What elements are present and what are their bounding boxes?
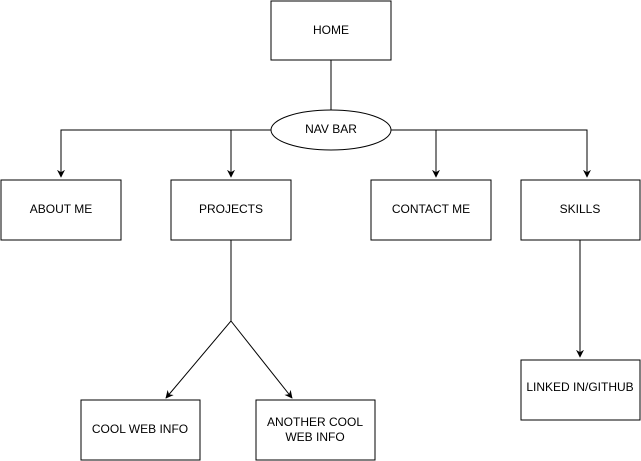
node-linked-in-github: LINKED IN/GITHUB	[520, 359, 641, 421]
node-projects: PROJECTS	[170, 179, 292, 241]
node-another-cool-web-info-label-line-1: ANOTHER COOL	[267, 415, 363, 429]
edge-nav-bar-to-skills	[391, 129, 591, 178]
node-about-me-label: ABOUT ME	[30, 202, 92, 216]
edge-nav-bar-to-contact-me	[391, 129, 440, 178]
edge-projects-to-cool-web-info	[165, 240, 232, 399]
edge-nav-bar-to-projects	[227, 129, 271, 178]
node-nav-bar: NAV BAR	[270, 109, 392, 151]
node-cool-web-info-label: COOL WEB INFO	[92, 422, 188, 436]
node-another-cool-web-info: ANOTHER COOL WEB INFO	[255, 399, 376, 461]
node-contact-me-label: CONTACT ME	[392, 202, 470, 216]
node-home: HOME	[270, 0, 392, 61]
node-skills: SKILLS	[520, 179, 641, 241]
node-projects-label: PROJECTS	[199, 202, 263, 216]
node-home-label: HOME	[313, 23, 349, 37]
node-contact-me: CONTACT ME	[370, 179, 492, 241]
edge-nav-bar-to-about-me	[57, 129, 271, 178]
node-skills-label: SKILLS	[560, 202, 601, 216]
node-linked-in-github-label: LINKED IN/GITHUB	[526, 380, 633, 394]
node-cool-web-info: COOL WEB INFO	[80, 399, 201, 461]
node-nav-bar-label: NAV BAR	[305, 122, 357, 136]
node-about-me: ABOUT ME	[0, 179, 122, 241]
node-another-cool-web-info-label-line-2: WEB INFO	[285, 430, 344, 444]
edge-projects-to-another-cool-web-info	[230, 320, 293, 399]
